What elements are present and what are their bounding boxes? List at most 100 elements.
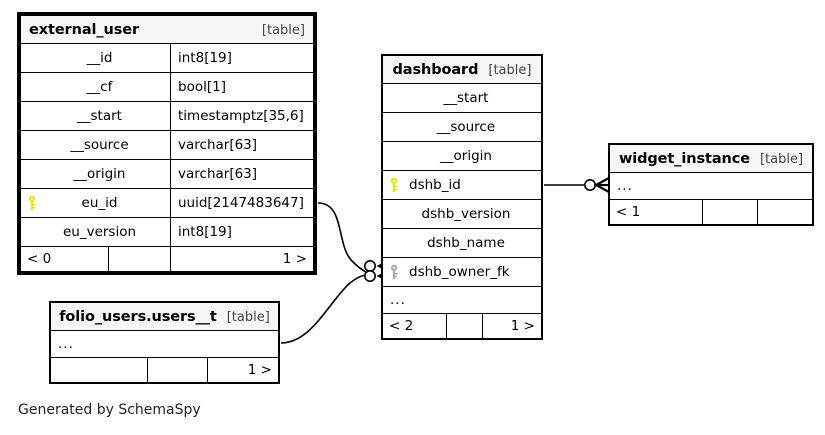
table-type-label: [table] <box>759 151 804 167</box>
table-row[interactable]: __origin <box>382 141 542 171</box>
table-node-dashboard[interactable]: dashboard [table] __start __source <box>381 54 543 340</box>
column-name: dshb_version <box>421 206 511 222</box>
column-type-cell: timestamptz[35,6] <box>170 101 314 131</box>
column-name-cell: dshb_version <box>382 199 542 229</box>
table-footer-row: < 0 1 > <box>20 246 314 272</box>
table-header-row: dashboard [table] <box>382 55 542 84</box>
footer-prev-link[interactable]: < 1 <box>610 200 703 224</box>
table-type-label: [table] <box>488 62 532 78</box>
footer-nav-group: < 0 <box>20 246 171 272</box>
table-row[interactable]: __start timestamptz[35,6] <box>20 101 314 131</box>
table-node-widget_instance[interactable]: widget_instance [table] ... < 1 <box>608 143 814 226</box>
table-row[interactable]: __source varchar[63] <box>20 130 314 160</box>
footer-prev-link[interactable]: < 0 <box>21 247 109 271</box>
edge-folio_users-to-dashboard <box>280 268 394 344</box>
table-header-row: folio_users.users__t [table] <box>50 302 279 331</box>
footer-next-link[interactable] <box>757 200 812 224</box>
table-header-row: external_user [table] <box>20 15 314 44</box>
column-name: __id <box>86 50 113 66</box>
table-node-folio_users[interactable]: folio_users.users__t [table] ... <box>49 301 280 384</box>
footer-middle-cell <box>702 200 758 224</box>
column-name-cell: __source <box>20 130 171 160</box>
table-header-external_user: external_user [table] <box>20 15 314 44</box>
column-type-cell: varchar[63] <box>170 159 314 189</box>
column-name-cell: __source <box>382 112 542 142</box>
column-name-cell: dshb_owner_fk <box>382 257 542 287</box>
column-type-cell: varchar[63] <box>170 130 314 160</box>
table-row[interactable]: __cf bool[1] <box>20 72 314 102</box>
column-name: eu_id <box>81 195 118 211</box>
table-type-label: [table] <box>261 22 305 38</box>
table-header-dashboard: dashboard [table] <box>382 55 542 84</box>
more-columns-indicator: ... <box>50 330 279 358</box>
column-name: __origin <box>440 148 492 164</box>
table-node-external_user[interactable]: external_user [table] __id int8[19] __cf <box>17 12 317 275</box>
column-name: __source <box>70 137 129 153</box>
table-title: widget_instance <box>618 150 750 167</box>
column-name: __cf <box>86 79 113 95</box>
column-name-cell: dshb_id <box>382 170 542 200</box>
column-name: dshb_name <box>427 235 505 251</box>
column-name-cell: __cf <box>20 72 171 102</box>
table-header-widget_instance: widget_instance [table] <box>609 144 813 173</box>
table-title: dashboard <box>392 61 479 78</box>
table-more-row[interactable]: ... <box>609 172 813 200</box>
table-row[interactable]: __start <box>382 83 542 113</box>
footer-middle-cell <box>147 358 208 382</box>
column-name-cell: __start <box>382 83 542 113</box>
column-name: __start <box>77 108 122 124</box>
footer-nav-group: < 2 1 > <box>382 313 542 339</box>
primary-key-icon <box>390 177 401 193</box>
footer-middle-cell <box>108 247 170 271</box>
table-footer-row: < 2 1 > <box>382 313 542 339</box>
table-more-row[interactable]: ... <box>382 286 542 314</box>
column-type-cell: uuid[2147483647] <box>170 188 314 218</box>
column-name-cell: eu_version <box>20 217 171 247</box>
more-columns-indicator: ... <box>609 172 813 200</box>
table-type-label: [table] <box>226 309 270 325</box>
primary-key-icon <box>28 195 39 211</box>
column-name: __source <box>436 119 496 135</box>
column-type-cell: int8[19] <box>170 43 314 73</box>
column-name-cell: __origin <box>382 141 542 171</box>
table-row[interactable]: dshb_name <box>382 228 542 258</box>
table-row[interactable]: __origin varchar[63] <box>20 159 314 189</box>
table-row[interactable]: dshb_owner_fk <box>382 257 542 287</box>
table-row[interactable]: eu_id uuid[2147483647] <box>20 188 314 218</box>
table-row[interactable]: dshb_id <box>382 170 542 200</box>
footer-next-link[interactable]: 1 > <box>482 314 541 338</box>
table-title: folio_users.users__t <box>59 308 217 325</box>
column-type-cell: bool[1] <box>170 72 314 102</box>
table-footer-row: < 1 <box>609 199 813 225</box>
footer-next-link[interactable]: 1 > <box>170 246 314 272</box>
column-name-cell: __id <box>20 43 171 73</box>
edge-dashboard-to-widget_instance <box>544 177 610 193</box>
generated-by-caption: Generated by SchemaSpy <box>18 402 201 418</box>
foreign-key-icon <box>390 264 401 280</box>
column-type-cell: int8[19] <box>170 217 314 247</box>
more-columns-indicator: ... <box>382 286 542 314</box>
table-footer-row: 1 > <box>50 357 279 383</box>
footer-middle-cell <box>446 314 483 338</box>
column-name: __origin <box>73 166 126 182</box>
footer-prev-link[interactable]: < 2 <box>383 314 448 338</box>
column-name-cell: __origin <box>20 159 171 189</box>
table-row[interactable]: dshb_version <box>382 199 542 229</box>
footer-prev-link[interactable] <box>51 358 148 382</box>
column-name-cell: eu_id <box>20 188 171 218</box>
table-header-folio_users: folio_users.users__t [table] <box>50 302 279 331</box>
column-name: eu_version <box>62 224 137 240</box>
column-name: __start <box>443 90 489 106</box>
table-title: external_user <box>29 21 140 38</box>
footer-nav-group: 1 > <box>50 357 279 383</box>
footer-next-link[interactable]: 1 > <box>207 358 278 382</box>
footer-nav-group: < 1 <box>609 199 813 225</box>
table-row[interactable]: eu_version int8[19] <box>20 217 314 247</box>
column-name: dshb_id <box>409 177 461 193</box>
table-row[interactable]: __source <box>382 112 542 142</box>
column-name: dshb_owner_fk <box>409 264 510 280</box>
column-name-cell: dshb_name <box>382 228 542 258</box>
table-more-row[interactable]: ... <box>50 330 279 358</box>
table-row[interactable]: __id int8[19] <box>20 43 314 73</box>
